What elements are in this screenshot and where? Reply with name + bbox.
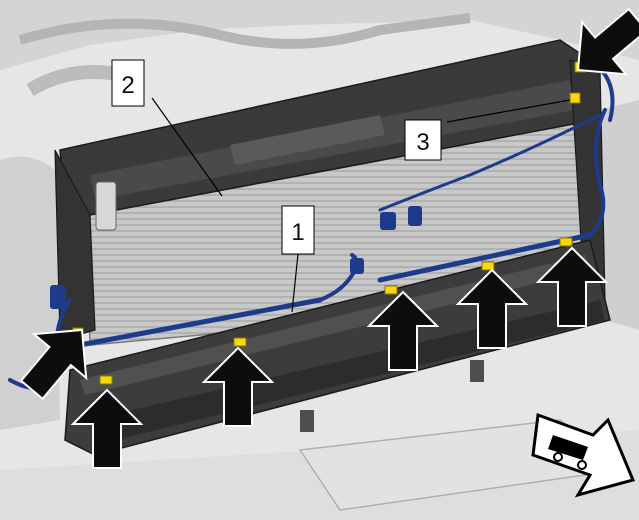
clip — [233, 337, 247, 347]
callout-3: 3 — [404, 119, 442, 161]
clip — [481, 261, 495, 271]
vehicle-front-direction-icon — [531, 412, 636, 498]
pointer-arrow — [19, 328, 88, 401]
pointer-arrow — [366, 290, 440, 371]
pointer-arrow — [201, 346, 275, 427]
pointer-arrow — [576, 7, 639, 76]
pointer-arrow — [535, 246, 609, 327]
callout-1-label: 1 — [291, 219, 304, 246]
pointer-arrow — [455, 268, 529, 349]
leader-lines — [151, 97, 571, 313]
callout-3-label: 3 — [416, 129, 429, 156]
callout-2-label: 2 — [121, 72, 134, 99]
callout-1: 1 — [281, 205, 315, 255]
wiring-harness — [8, 58, 615, 390]
pointer-arrows — [19, 7, 639, 469]
clip — [569, 92, 581, 104]
clip — [384, 285, 398, 295]
clip — [559, 237, 573, 247]
pointer-arrow — [70, 388, 144, 469]
clip — [99, 375, 113, 385]
callout-2: 2 — [111, 59, 145, 107]
